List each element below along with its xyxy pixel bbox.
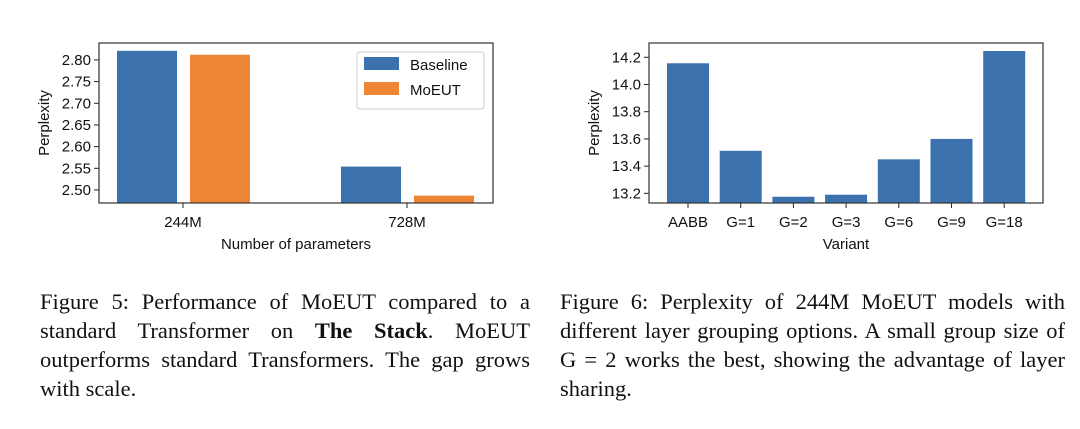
y-tick-label: 2.75 xyxy=(62,74,91,91)
bar-baseline-244M xyxy=(117,50,177,204)
plot-frame xyxy=(98,42,494,204)
y-axis-label: Perplexity xyxy=(36,90,53,156)
x-axis-label: Number of parameters xyxy=(221,236,371,253)
bar-g=3 xyxy=(825,194,868,203)
bar-g=6 xyxy=(877,159,920,203)
x-tick-label: 244M xyxy=(164,214,202,231)
y-tick-label: 13.2 xyxy=(612,185,641,202)
y-tick-label: 2.80 xyxy=(62,52,91,69)
y-tick-label: 2.70 xyxy=(62,95,91,112)
bar-g=2 xyxy=(772,196,815,203)
x-tick-label: G=1 xyxy=(726,214,755,231)
bar-g=18 xyxy=(983,51,1026,204)
bar-g=9 xyxy=(930,138,973,203)
legend-label: Baseline xyxy=(410,57,468,74)
x-tick-label: G=18 xyxy=(986,214,1023,231)
legend-swatch-moeut xyxy=(364,82,399,95)
y-tick-label: 2.65 xyxy=(62,117,91,134)
caption-text: . MoEUT outperforms standard Transformer… xyxy=(40,318,530,401)
figure-6-caption: Figure 6: Perplexity of 244M MoEUT model… xyxy=(560,289,1065,401)
x-tick-label: AABB xyxy=(668,214,708,231)
y-tick-label: 2.60 xyxy=(62,139,91,156)
bar-g=1 xyxy=(719,150,762,203)
caption-text: Figure 5: Performance of MoEUT compared … xyxy=(40,289,530,343)
x-tick-label: G=6 xyxy=(884,214,913,231)
y-axis-label: Perplexity xyxy=(586,90,603,156)
bar-moeut-244M xyxy=(190,54,250,203)
legend-label: MoEUT xyxy=(410,82,461,99)
x-tick-label: G=9 xyxy=(937,214,966,231)
y-tick-label: 13.6 xyxy=(612,131,641,148)
plot-frame xyxy=(648,42,1044,204)
figure-5-caption: Figure 5: Performance of MoEUT compared … xyxy=(40,287,530,403)
figures: 2.50 2.55 2.60 2.65 2.70 2.75 2.80 244M 728M Numb… xyxy=(36,42,1044,253)
x-axis-label: Variant xyxy=(823,236,870,253)
y-tick-label: 2.55 xyxy=(62,160,91,177)
bar-baseline-728M xyxy=(341,166,401,203)
y-tick-label: 13.8 xyxy=(612,104,641,121)
y-tick-label: 14.2 xyxy=(612,49,641,66)
legend-swatch-baseline xyxy=(364,57,399,70)
bar-moeut-728M xyxy=(414,195,474,203)
x-tick-label: 728M xyxy=(388,214,426,231)
x-tick-label: G=2 xyxy=(779,214,808,231)
caption-bold: The Stack xyxy=(314,318,428,343)
y-tick-label: 14.0 xyxy=(612,76,641,93)
y-tick-label: 2.50 xyxy=(62,182,91,199)
bar-aabb xyxy=(667,63,709,203)
y-tick-label: 13.4 xyxy=(612,158,641,175)
x-tick-label: G=3 xyxy=(832,214,861,231)
